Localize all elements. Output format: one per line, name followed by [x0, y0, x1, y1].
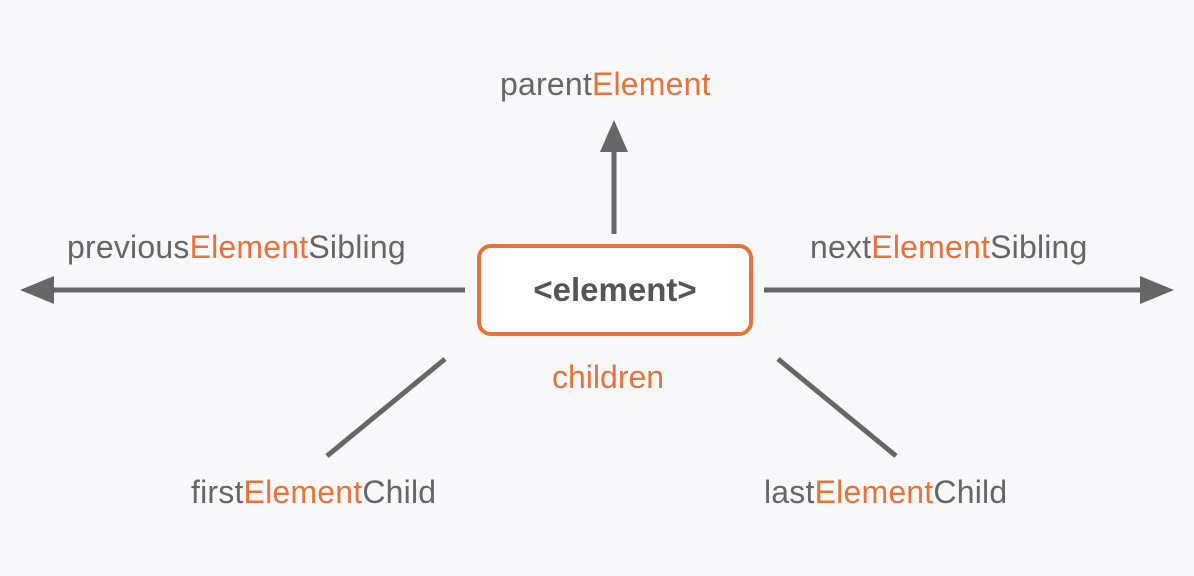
label-suffix: Child [933, 474, 1008, 510]
label-prefix: last [764, 474, 815, 510]
previous-arrow-head [20, 276, 54, 304]
label-accent: Element [871, 229, 991, 265]
element-node-label: <element> [533, 271, 697, 308]
label-accent: Element [243, 474, 363, 510]
next-element-sibling-label: nextElementSibling [810, 231, 1088, 263]
label-accent: Element [591, 66, 711, 102]
label-accent: Element [814, 474, 934, 510]
last-element-child-label: lastElementChild [764, 476, 1007, 508]
parent-element-label: parentElement [500, 68, 711, 100]
first-element-child-label: firstElementChild [191, 476, 436, 508]
parent-arrow-head [600, 120, 628, 152]
children-label: children [552, 359, 665, 395]
label-accent: Element [189, 229, 309, 265]
previous-element-sibling-label: previousElementSibling [67, 231, 406, 263]
label-prefix: parent [500, 66, 592, 102]
label-suffix: Sibling [308, 229, 406, 265]
last-child-line [776, 357, 898, 458]
element-node: <element> [477, 244, 753, 336]
label-prefix: next [810, 229, 872, 265]
label-prefix: first [191, 474, 244, 510]
label-suffix: Sibling [990, 229, 1088, 265]
first-child-line [325, 357, 447, 458]
next-arrow-head [1140, 276, 1174, 304]
label-suffix: Child [362, 474, 437, 510]
label-prefix: previous [67, 229, 190, 265]
